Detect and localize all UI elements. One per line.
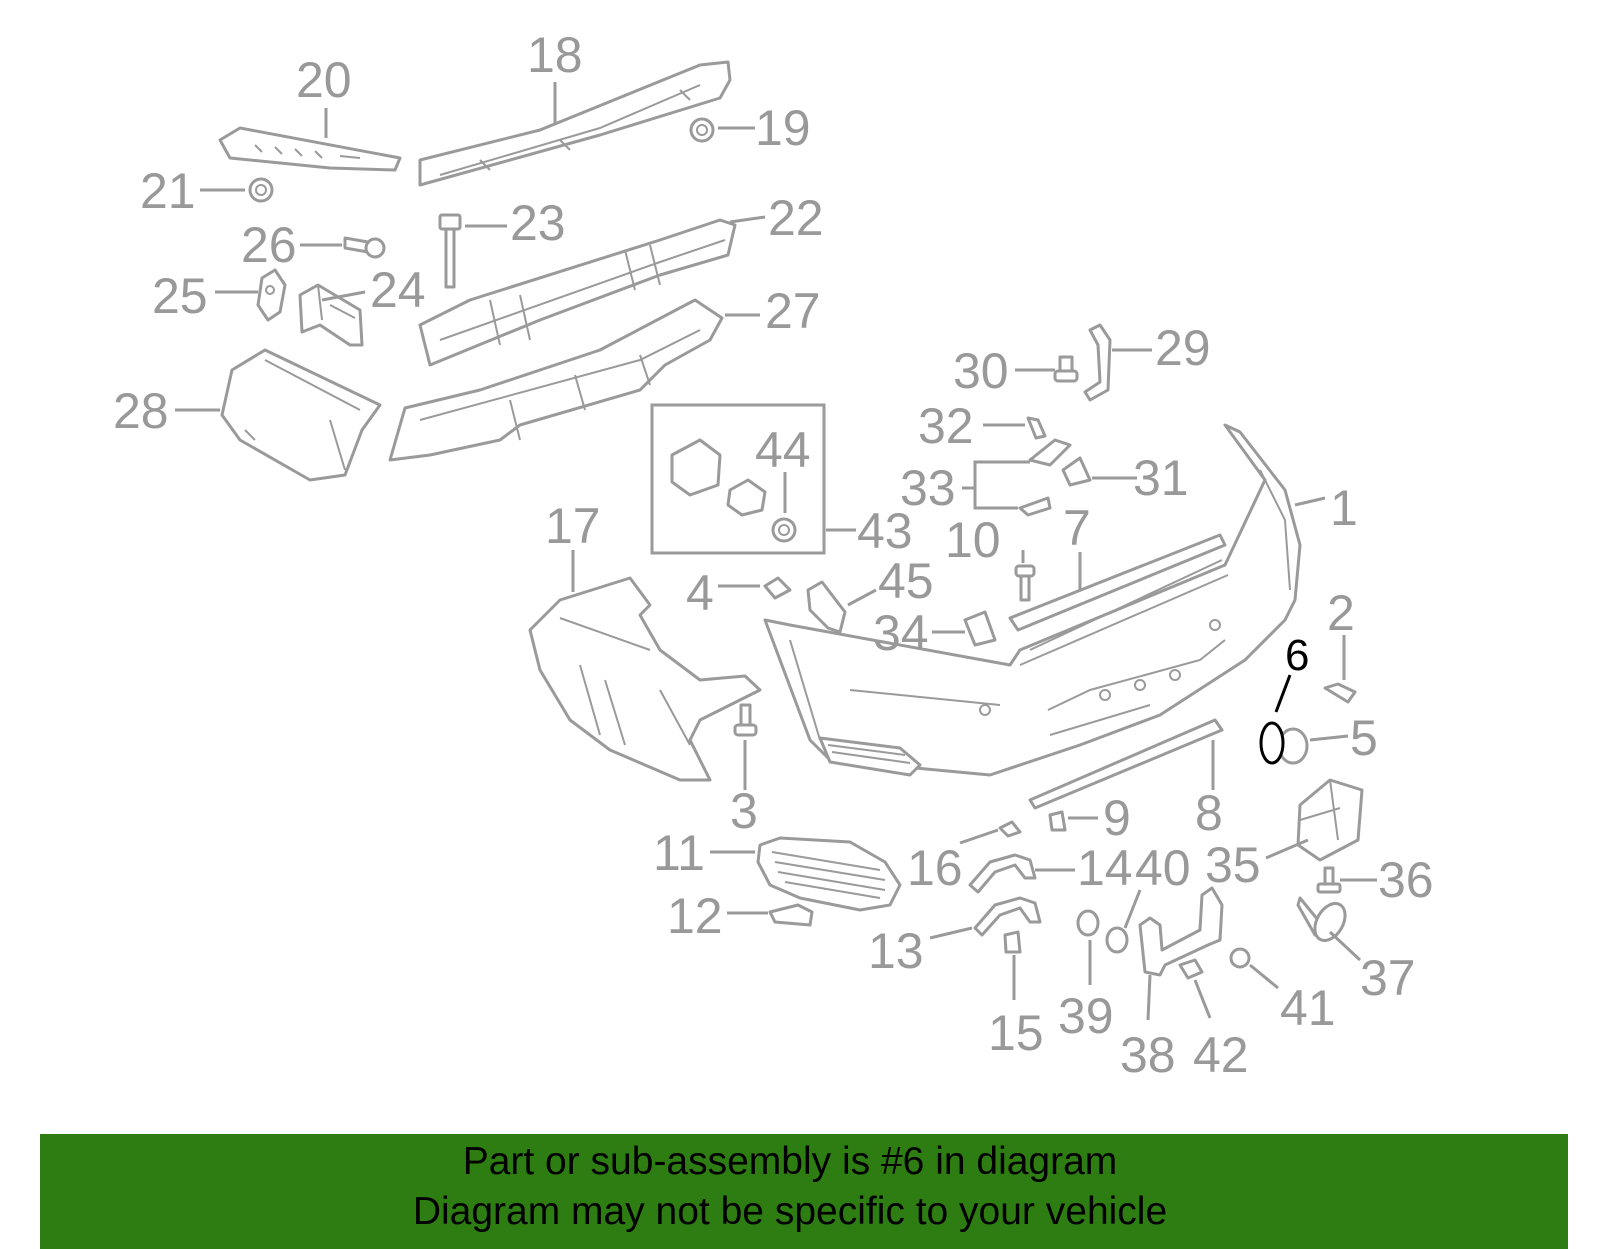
callout-22: 22 — [768, 190, 824, 246]
part-31-clip — [1061, 456, 1092, 487]
part-39-washer — [1076, 909, 1100, 937]
callout-21: 21 — [140, 163, 196, 219]
callout-5: 5 — [1350, 710, 1378, 766]
part-17-side-bracket — [528, 576, 762, 782]
part-2-screw — [1323, 682, 1357, 704]
callout-45: 45 — [878, 553, 934, 609]
callout-26: 26 — [241, 217, 297, 273]
part-11-grille — [756, 836, 902, 912]
part-1-bumper-cover — [763, 423, 1302, 777]
part-18-carrier-rail — [418, 60, 732, 187]
leader-line-6 — [1274, 674, 1292, 713]
part-13-bracket — [973, 896, 1042, 937]
part-42-screw — [1178, 958, 1204, 980]
callout-27: 27 — [765, 283, 821, 339]
callout-38: 38 — [1120, 1027, 1176, 1083]
part-36-screw — [1316, 866, 1342, 894]
part-19-nut — [689, 117, 715, 143]
callout-29: 29 — [1155, 320, 1211, 376]
part-23-bolt — [438, 213, 462, 289]
part-14-bracket — [968, 853, 1037, 894]
part-9-clip — [1048, 810, 1067, 832]
callout-17: 17 — [545, 498, 601, 554]
callout-12: 12 — [667, 888, 723, 944]
part-44-ring — [771, 517, 797, 543]
callout-3: 3 — [730, 783, 758, 839]
callout-40: 40 — [1135, 840, 1191, 896]
callout-labels: 1 2 3 4 5 6 7 8 9 10 11 12 13 14 15 16 1… — [113, 27, 1434, 1083]
banner-part-line: Part or sub-assembly is #6 in diagram — [462, 1140, 1118, 1183]
part-25-plate — [256, 268, 287, 322]
callout-31: 31 — [1133, 450, 1189, 506]
callout-7: 7 — [1063, 500, 1091, 556]
part-26-bolt — [343, 236, 386, 259]
part-24-mount — [298, 283, 364, 347]
leader-lines — [175, 82, 1377, 1021]
callout-2: 2 — [1327, 585, 1355, 641]
part-32-screw — [1026, 416, 1047, 440]
callout-25: 25 — [152, 268, 208, 324]
part-45-bracket — [806, 580, 847, 634]
part-27-absorber — [388, 298, 724, 462]
callout-15: 15 — [988, 1005, 1044, 1061]
part-16-clip — [998, 820, 1022, 838]
callout-36: 36 — [1378, 852, 1434, 908]
callout-10: 10 — [945, 512, 1001, 568]
part-10-screw — [1014, 564, 1036, 602]
part-40-washer — [1105, 926, 1129, 954]
callout-14: 14 — [1077, 840, 1133, 896]
part-33-clips — [1018, 438, 1072, 517]
callout-32: 32 — [918, 398, 974, 454]
part-35-cover — [1296, 778, 1364, 862]
callout-23: 23 — [510, 195, 566, 251]
callout-13: 13 — [868, 923, 924, 979]
callout-18: 18 — [527, 27, 583, 83]
part-30-screw — [1053, 355, 1079, 383]
callout-4: 4 — [686, 565, 714, 621]
callout-41: 41 — [1280, 980, 1336, 1036]
part-4-clip — [763, 576, 792, 600]
callout-39: 39 — [1058, 988, 1114, 1044]
part-29-bracket — [1083, 323, 1112, 402]
part-6-seal — [1259, 721, 1285, 765]
callout-28: 28 — [113, 383, 169, 439]
callout-9: 9 — [1103, 790, 1131, 846]
part-28-bracket — [220, 348, 382, 482]
part-3-screw — [733, 703, 758, 737]
callout-19: 19 — [755, 100, 811, 156]
part-20-bracket — [218, 126, 402, 172]
part-21-nut — [248, 177, 274, 203]
callout-24: 24 — [370, 262, 426, 318]
part-7-strip — [1008, 533, 1227, 632]
part-15-clip — [1003, 930, 1022, 954]
callout-35: 35 — [1205, 837, 1261, 893]
part-12-clip — [768, 903, 814, 927]
callout-42: 42 — [1193, 1027, 1249, 1083]
part-41-nut — [1229, 947, 1251, 969]
part-8-strip — [1028, 718, 1224, 810]
callout-44: 44 — [755, 422, 811, 478]
part-38-bracket — [1138, 886, 1224, 977]
callout-37: 37 — [1360, 950, 1416, 1006]
part-34-bracket — [963, 610, 997, 647]
parts-diagram: 1 2 3 4 5 6 7 8 9 10 11 12 13 14 15 16 1… — [113, 27, 1434, 1083]
callout-34: 34 — [873, 605, 929, 661]
callout-16: 16 — [907, 840, 963, 896]
banner-disclaimer-line: Diagram may not be specific to your vehi… — [412, 1190, 1168, 1233]
callout-11: 11 — [653, 825, 705, 881]
info-banner: Part or sub-assembly is #6 in diagram Di… — [40, 1134, 1568, 1249]
callout-8: 8 — [1195, 785, 1223, 841]
part-22-impact-bar — [418, 218, 737, 367]
part-43-sensor-kit-box — [650, 403, 826, 555]
callout-30: 30 — [953, 343, 1009, 399]
callout-6: 6 — [1285, 631, 1309, 680]
callout-43: 43 — [857, 503, 913, 559]
callout-33: 33 — [900, 460, 956, 516]
part-37-towing-eye — [1296, 896, 1347, 942]
callout-20: 20 — [296, 52, 352, 108]
callout-1: 1 — [1330, 480, 1358, 536]
